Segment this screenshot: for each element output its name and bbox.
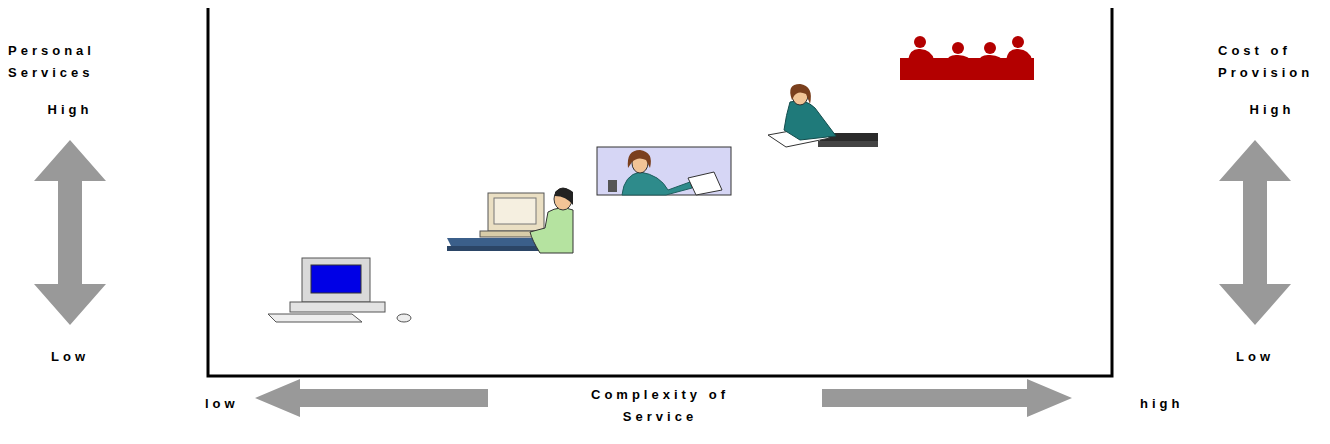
call-centre-agent: [597, 147, 731, 195]
chart-frame: [208, 8, 1112, 376]
woman-writing: [768, 84, 878, 147]
left-arrow: [255, 379, 488, 417]
body: [978, 55, 1004, 62]
screen: [494, 198, 536, 224]
cup: [608, 180, 617, 192]
axis-value: High: [1232, 99, 1312, 121]
mouse: [397, 314, 411, 322]
hair: [790, 84, 811, 104]
base-unit: [290, 302, 385, 312]
jacket: [784, 101, 836, 140]
body: [908, 49, 934, 60]
axis-title: Personal Services: [8, 40, 120, 84]
keyboard: [268, 314, 362, 322]
desk-edge: [447, 246, 546, 251]
head: [952, 42, 964, 54]
head: [914, 36, 926, 48]
computer-icon: [268, 258, 411, 322]
paper: [688, 172, 722, 195]
monitor: [488, 193, 544, 231]
books: [818, 141, 878, 147]
screen: [311, 265, 361, 293]
shirt: [530, 208, 573, 253]
meeting-group: [900, 36, 1034, 80]
axis-value: high: [1140, 393, 1220, 415]
jacket: [622, 172, 692, 195]
double-arrow: [1219, 140, 1291, 325]
axis-value: Low: [1215, 346, 1295, 368]
head: [554, 188, 572, 210]
axis-value: High: [30, 99, 110, 121]
axis-title: Cost of Provision: [1218, 40, 1330, 84]
head: [1012, 36, 1024, 48]
body: [1006, 49, 1032, 60]
hair: [555, 188, 573, 205]
axis-value: low: [205, 393, 265, 415]
window-box: [597, 147, 731, 195]
monitor: [302, 258, 370, 302]
axis-value: Low: [30, 346, 110, 368]
head: [984, 42, 996, 54]
body: [946, 55, 972, 62]
double-arrow: [34, 140, 106, 325]
right-arrow: [822, 379, 1072, 417]
axis-title: Complexity of Service: [560, 384, 760, 428]
desk: [447, 238, 546, 246]
person-at-computer: [447, 188, 573, 253]
hair: [628, 150, 651, 168]
